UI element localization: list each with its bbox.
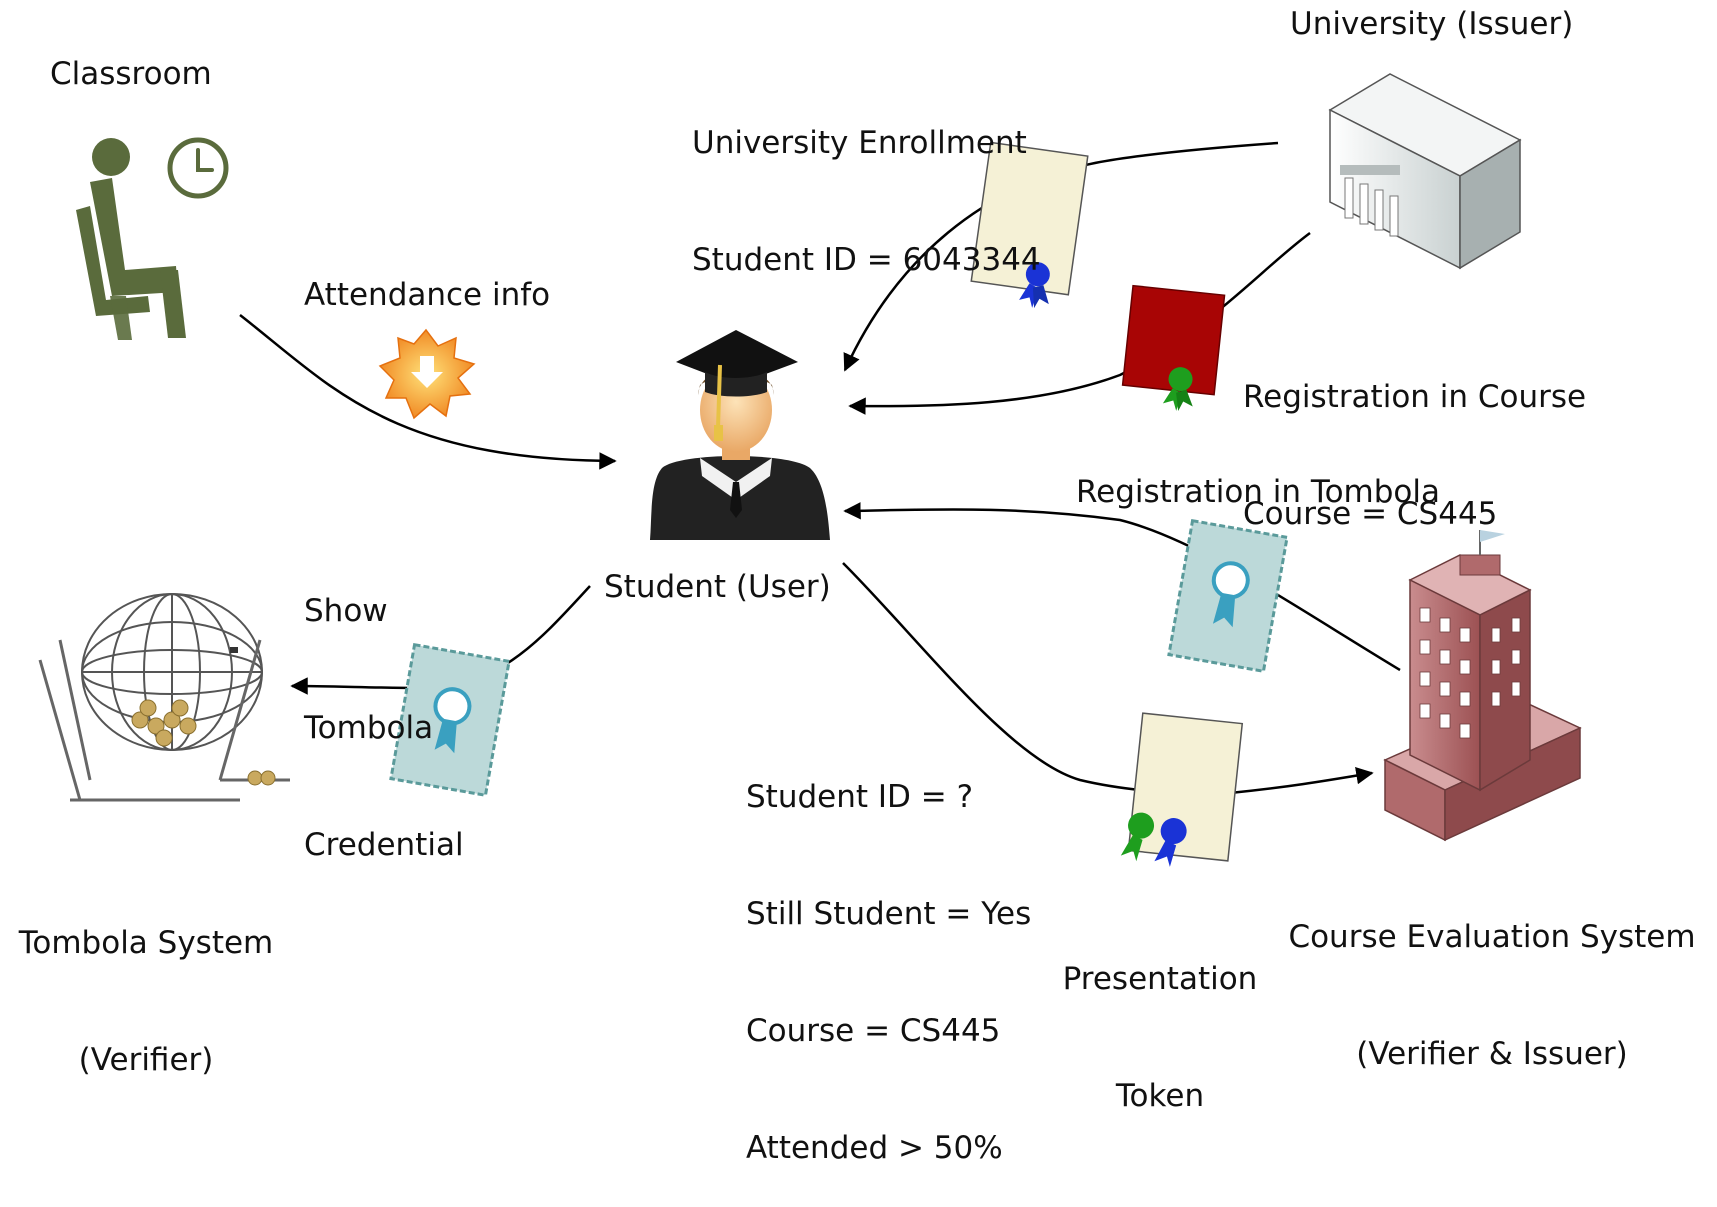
tombola-registration-label: Registration in Tombola bbox=[1076, 474, 1440, 510]
classroom-label: Classroom bbox=[50, 56, 212, 92]
claim-course: Course = CS445 bbox=[746, 1013, 1001, 1049]
seated-person-clock-icon bbox=[76, 137, 229, 340]
tombola-system-line-2: (Verifier) bbox=[78, 1042, 214, 1078]
university-label: University (Issuer) bbox=[1290, 6, 1574, 42]
graduate-student-icon bbox=[650, 330, 830, 540]
presentation-token-icon bbox=[1120, 712, 1244, 867]
presentation-token-line-2: Token bbox=[1115, 1078, 1205, 1114]
claim-attended: Attended > 50% bbox=[746, 1130, 1003, 1166]
course-eval-label: Course Evaluation System (Verifier & Iss… bbox=[1272, 840, 1712, 1113]
enrollment-label: University Enrollment Student ID = 60433… bbox=[692, 46, 1041, 319]
presentation-claims: Student ID = ? Still Student = Yes Cours… bbox=[746, 700, 1031, 1207]
show-tombola-line-2: Tombola bbox=[304, 710, 434, 746]
course-eval-line-1: Course Evaluation System bbox=[1288, 919, 1696, 955]
tombola-system-line-1: Tombola System bbox=[18, 925, 274, 961]
starburst-download-icon bbox=[378, 328, 476, 420]
show-tombola-label: Show Tombola Credential bbox=[304, 514, 464, 904]
course-registration-line-2: Course = CS445 bbox=[1243, 496, 1498, 532]
course-registration-label: Registration in Course Course = CS445 bbox=[1243, 300, 1586, 573]
show-tombola-line-3: Credential bbox=[304, 827, 464, 863]
office-tower-icon bbox=[1383, 530, 1582, 842]
claim-student-id: Student ID = ? bbox=[746, 779, 974, 815]
attendance-label: Attendance info bbox=[304, 277, 551, 313]
edge-student-to-courseeval bbox=[842, 562, 1374, 796]
presentation-token-line-1: Presentation bbox=[1062, 961, 1258, 997]
show-tombola-line-1: Show bbox=[304, 593, 388, 629]
course-registration-line-1: Registration in Course bbox=[1243, 379, 1587, 415]
university-building-icon bbox=[1328, 73, 1522, 270]
diagram-canvas bbox=[38, 73, 1582, 867]
certificate-blue-ribbon-icon bbox=[970, 141, 1089, 309]
bingo-cage-icon bbox=[38, 593, 290, 802]
student-label: Student (User) bbox=[604, 569, 831, 605]
enrollment-label-line-1: University Enrollment bbox=[692, 125, 1027, 161]
course-eval-line-2: (Verifier & Issuer) bbox=[1356, 1036, 1628, 1072]
enrollment-label-line-2: Student ID = 6043344 bbox=[692, 242, 1041, 278]
certificate-red-icon bbox=[1121, 284, 1226, 412]
presentation-token-label: Presentation Token bbox=[1040, 882, 1280, 1155]
claim-still-student: Still Student = Yes bbox=[746, 896, 1032, 932]
edge-university-to-student-course bbox=[848, 231, 1311, 415]
certificate-teal-icon bbox=[1167, 518, 1289, 674]
show-tombola-certificate-icon bbox=[389, 642, 511, 798]
edge-courseeval-to-student-tombola bbox=[843, 502, 1401, 672]
tombola-system-label: Tombola System (Verifier) bbox=[0, 846, 292, 1119]
edge-classroom-to-student bbox=[239, 314, 617, 470]
